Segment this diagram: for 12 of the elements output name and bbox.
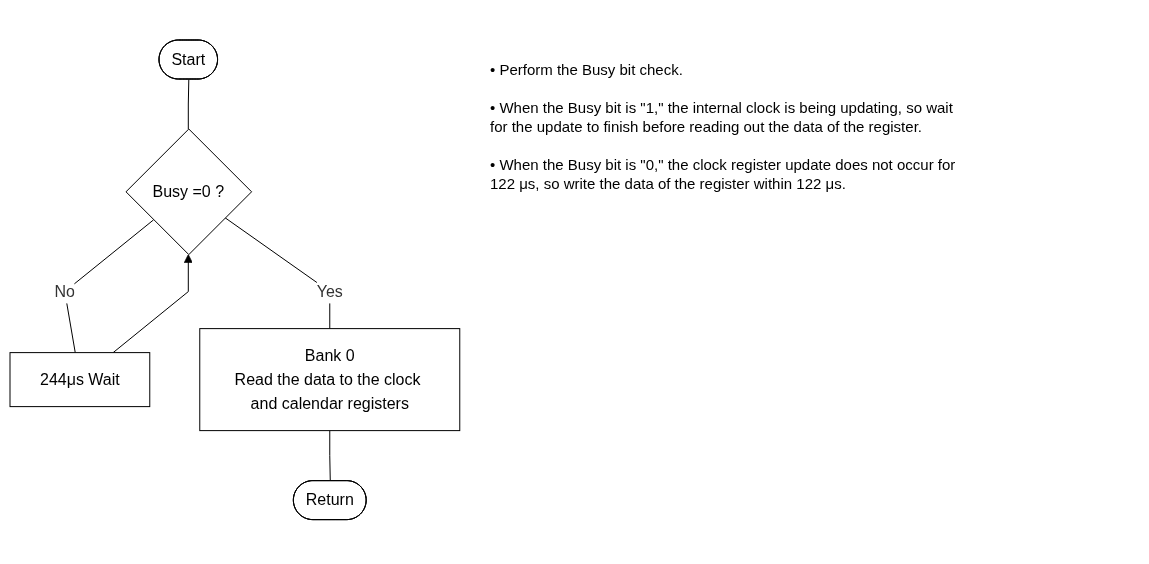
- arrow: [112, 254, 193, 354]
- edge-label: Yes: [316, 282, 343, 300]
- note-text: • When the Busy bit is "1," the internal clock is being updating, so wait for the update to finish before reading out the data of the register.: [490, 97, 954, 137]
- node-box: 244μs Wait: [9, 352, 151, 408]
- connector: [329, 430, 331, 482]
- note-text: • When the Busy bit is "0," the clock register update does not occur for 122 μs, so write the data of the register within 122 μs.: [490, 154, 957, 194]
- connector: [64, 219, 155, 354]
- node-box: Bank 0 Read the data to the clock and calendar registers: [199, 328, 461, 432]
- node-diamond: Busy =0 ?: [125, 128, 253, 256]
- edge-label: No: [54, 282, 76, 300]
- note-text: • Perform the Busy bit check.: [490, 60, 684, 80]
- connector: [187, 79, 190, 130]
